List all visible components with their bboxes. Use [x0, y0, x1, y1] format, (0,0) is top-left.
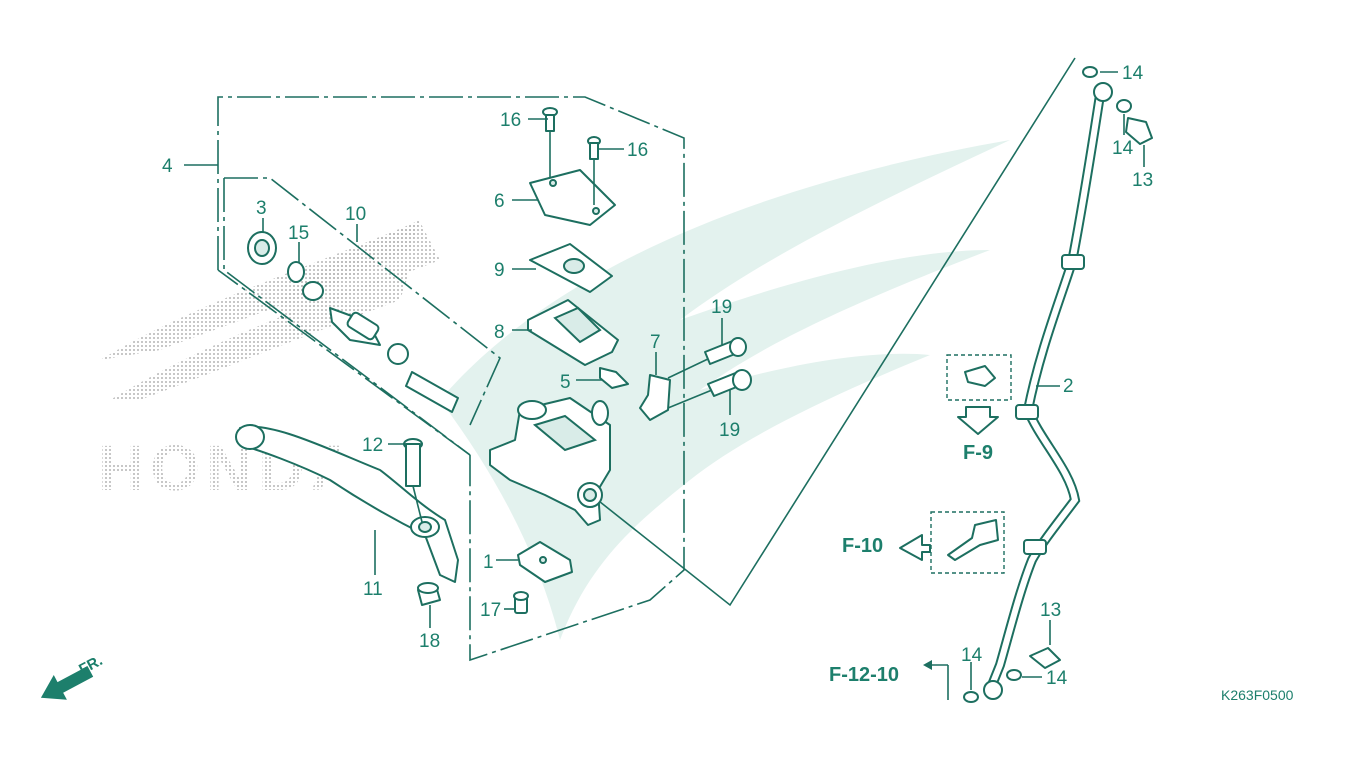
- callout-5: 5: [560, 372, 571, 393]
- callout-leaders: [262, 71, 1145, 690]
- callout-15: 15: [288, 223, 309, 244]
- callout-2: 2: [1063, 376, 1074, 397]
- screw-16b: [587, 136, 601, 205]
- callout-4: 4: [162, 156, 173, 177]
- reservoir-plate-9: [529, 243, 613, 293]
- arrow-down-outline-icon: [957, 406, 999, 435]
- holder-7: [639, 374, 671, 421]
- callout-18: 18: [419, 631, 440, 652]
- brake-hose-2: [983, 82, 1113, 700]
- banjo-bolts-13: [1029, 117, 1153, 669]
- callout-1: 1: [483, 552, 494, 573]
- callout-3: 3: [256, 198, 267, 219]
- callout-9: 9: [494, 260, 505, 281]
- piston-kit: [247, 231, 459, 413]
- ref-label-f10: F-10: [842, 535, 883, 557]
- part-15-circlip: [287, 261, 305, 283]
- callout-7: 7: [650, 332, 661, 353]
- callout-8: 8: [494, 322, 505, 343]
- callout-numbers: 1 2 3 4 5 6 7 8 9 10 11 12 13 13 14 14 1…: [162, 63, 1153, 689]
- screw-16a: [542, 107, 558, 178]
- master-cylinder-body: [489, 397, 611, 526]
- screw-5: [599, 367, 629, 389]
- part-3-boot: [247, 231, 277, 265]
- ref-label-f12: F-12-10: [829, 664, 899, 686]
- part-10-piston: [329, 307, 459, 413]
- callout-14c: 14: [1046, 668, 1068, 689]
- callout-16b: 16: [627, 140, 648, 161]
- callout-16a: 16: [500, 110, 521, 131]
- callout-14a: 14: [1122, 63, 1144, 84]
- diagram-code: K263F0500: [1221, 687, 1294, 703]
- front-direction-arrow-icon: [40, 666, 94, 700]
- callout-10: 10: [345, 204, 366, 225]
- callout-19a: 19: [711, 297, 732, 318]
- pivot-bolt-12: [403, 438, 423, 523]
- ref-label-f9: F-9: [963, 442, 993, 464]
- callout-12: 12: [362, 435, 383, 456]
- arrow-left-outline-icon: [899, 534, 931, 561]
- callout-13b: 13: [1040, 600, 1061, 621]
- callout-14d: 14: [961, 645, 983, 666]
- brake-lever-11: [235, 424, 459, 583]
- assembly-frame: [184, 57, 1076, 662]
- callout-6: 6: [494, 191, 505, 212]
- ref-box-f10: [899, 511, 1005, 574]
- callout-11: 11: [363, 579, 383, 600]
- callout-17: 17: [480, 600, 501, 621]
- switch-1: [517, 541, 573, 583]
- callout-13a: 13: [1132, 170, 1153, 191]
- washers-14: [963, 66, 1132, 703]
- bolt-19a: [667, 337, 747, 379]
- callout-14b: 14: [1112, 138, 1134, 159]
- nut-18: [417, 582, 441, 606]
- ref-f12-arrow: [923, 660, 949, 700]
- callout-19b: 19: [719, 420, 740, 441]
- screw-17: [513, 591, 529, 614]
- reservoir-cap-6: [529, 169, 616, 226]
- ref-box-f9: [946, 354, 1012, 435]
- bolt-19b: [667, 369, 752, 409]
